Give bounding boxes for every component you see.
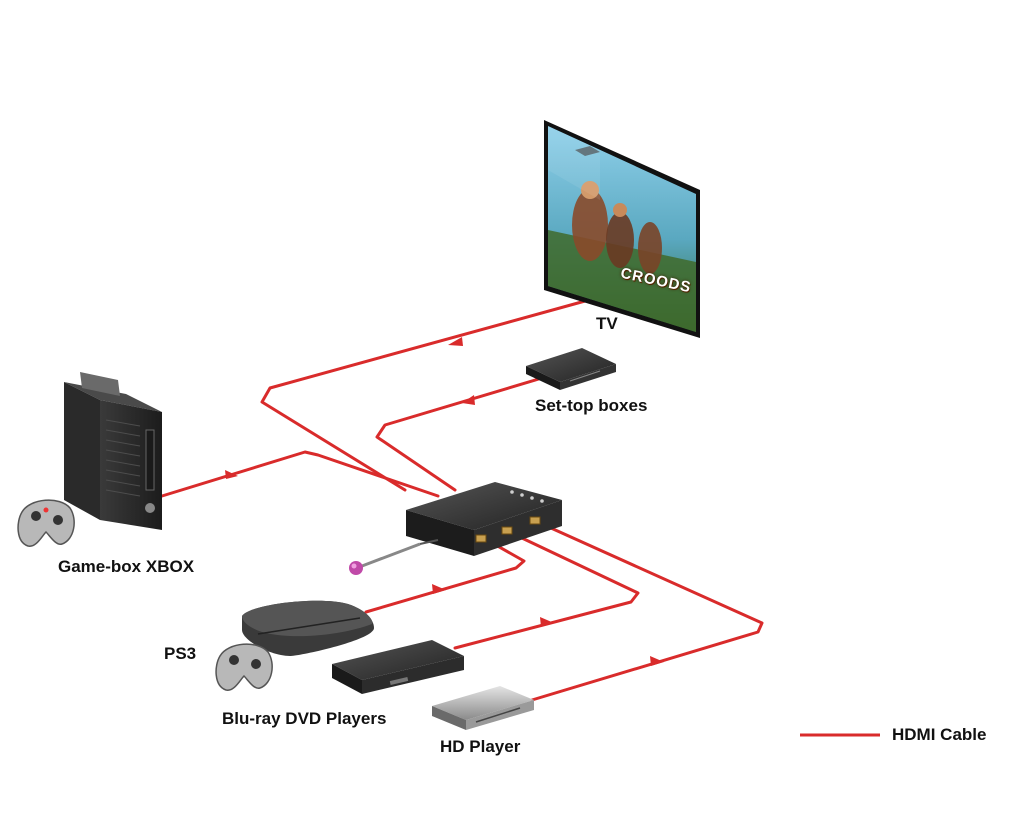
cable-arrows bbox=[225, 337, 664, 666]
xbox-label: Game-box XBOX bbox=[58, 557, 195, 576]
tv-label: TV bbox=[596, 314, 618, 333]
hdmi-switch-box bbox=[406, 482, 562, 556]
settop-box bbox=[526, 348, 616, 390]
cable-settop bbox=[375, 376, 544, 492]
cable-xbox bbox=[160, 450, 440, 498]
arrow-xbox bbox=[225, 470, 238, 479]
ir-receiver bbox=[349, 539, 439, 575]
arrow-bluray bbox=[540, 617, 554, 627]
arrow-settop bbox=[462, 395, 475, 405]
legend-label: HDMI Cable bbox=[892, 725, 987, 744]
settop-label: Set-top boxes bbox=[535, 396, 648, 415]
arrow-hdplayer bbox=[650, 656, 664, 666]
cable-hdplayer bbox=[530, 522, 764, 702]
tv-screen bbox=[544, 120, 700, 338]
port-3 bbox=[529, 516, 541, 525]
ps3-console bbox=[242, 600, 374, 656]
xbox-controller bbox=[17, 499, 75, 547]
xbox-console bbox=[64, 372, 162, 530]
arrow-ps3 bbox=[432, 584, 446, 594]
port-1 bbox=[475, 534, 487, 543]
ps3-controller bbox=[215, 643, 273, 691]
ps3-label: PS3 bbox=[164, 644, 197, 663]
bluray-player bbox=[332, 640, 464, 694]
cable-tv bbox=[260, 296, 598, 492]
arrow-tv bbox=[448, 337, 463, 346]
hdplayer-label: HD Player bbox=[440, 737, 521, 756]
port-2 bbox=[501, 526, 513, 535]
hd-player bbox=[432, 686, 534, 730]
bluray-label: Blu-ray DVD Players bbox=[222, 709, 387, 728]
